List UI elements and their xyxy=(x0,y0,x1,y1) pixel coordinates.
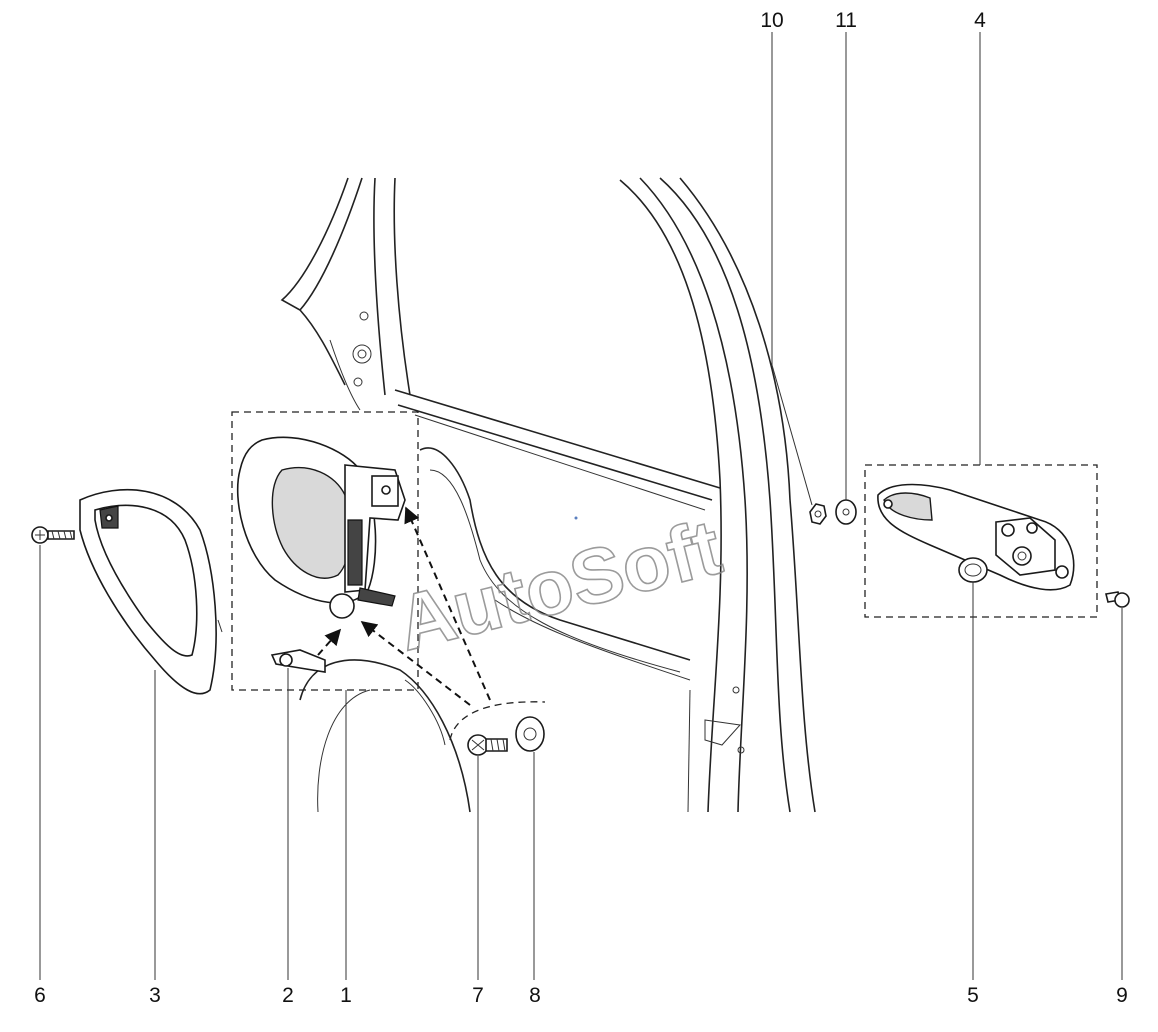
watermark-dot xyxy=(574,516,578,520)
screw-part-6 xyxy=(31,526,75,544)
washer-part-8 xyxy=(515,716,545,752)
assembly-arrows xyxy=(317,506,491,706)
callout-11: 11 xyxy=(835,9,857,32)
callout-8: 8 xyxy=(529,984,541,1007)
callout-6: 6 xyxy=(34,984,46,1007)
exterior-handle-part xyxy=(877,483,1075,591)
clip-part xyxy=(270,649,326,673)
washer-part-11 xyxy=(835,499,857,525)
callout-9: 9 xyxy=(1116,984,1128,1007)
nut-part-10 xyxy=(809,503,827,525)
bezel-surround-part xyxy=(79,488,223,695)
interior-handle-part xyxy=(236,436,406,619)
grommet-part-5 xyxy=(958,557,988,583)
callout-4: 4 xyxy=(974,9,986,32)
callout-2: 2 xyxy=(282,984,294,1007)
watermark-text: AutoSoft xyxy=(389,502,730,667)
fastener-group-bracket xyxy=(449,701,546,741)
bolt-part-9 xyxy=(1105,591,1130,608)
callout-3: 3 xyxy=(149,984,161,1007)
door-body-outline xyxy=(280,177,816,813)
screw-part-7 xyxy=(467,734,508,756)
callout-1: 1 xyxy=(340,984,352,1007)
callout-5: 5 xyxy=(967,984,979,1007)
callout-10: 10 xyxy=(760,9,783,32)
callout-7: 7 xyxy=(472,984,484,1007)
interior-handle-group-frame xyxy=(231,411,419,691)
leader-lines xyxy=(39,32,1123,980)
